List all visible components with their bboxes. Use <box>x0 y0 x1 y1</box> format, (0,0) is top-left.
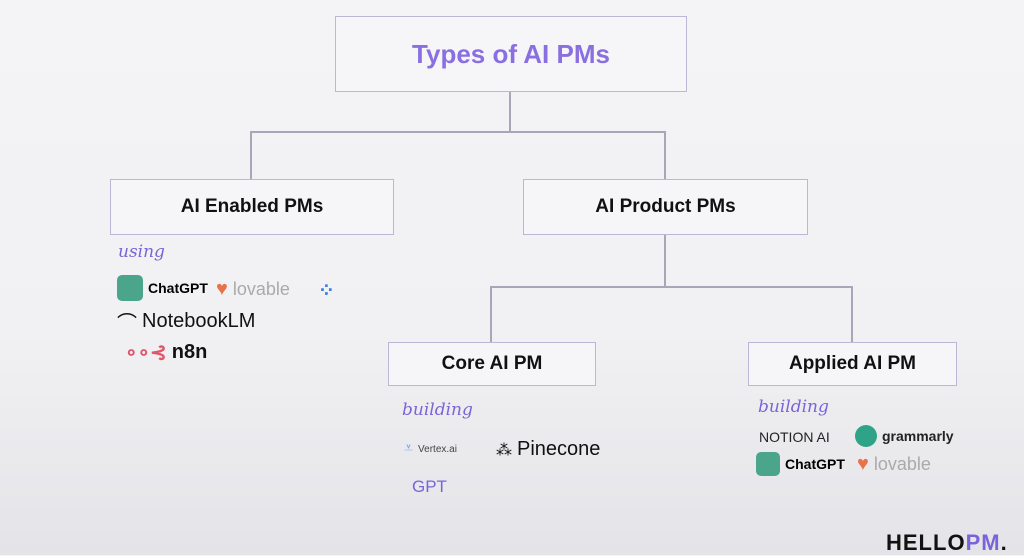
connector <box>250 131 666 133</box>
sparkle-icon: ⁘ <box>318 280 335 302</box>
pinecone-icon: ⁂ <box>496 441 512 459</box>
chatgpt-logo: ChatGPT <box>117 275 208 301</box>
brand-pm: PM <box>965 530 1001 555</box>
root-node: Types of AI PMs <box>335 16 687 92</box>
grammarly-logo: grammarly <box>855 425 954 447</box>
notion-ai-logo: NOTION AI <box>759 429 830 445</box>
lovable-logo: ♥lovable <box>216 278 290 300</box>
heart-icon: ♥ <box>857 453 869 475</box>
applied-ai-pm-node: Applied AI PM <box>748 342 957 386</box>
hellopm-brand: HELLOPM. <box>886 530 1008 556</box>
notebooklm-icon: ⌒ <box>117 313 137 335</box>
ai-enabled-pms-node: AI Enabled PMs <box>110 179 394 235</box>
pinecone-logo: ⁂Pinecone <box>496 438 601 460</box>
connector <box>490 286 853 288</box>
n8n-logo: ∘∘⊰n8n <box>125 341 208 364</box>
ai-product-pms-node: AI Product PMs <box>523 179 808 235</box>
connector <box>851 286 853 342</box>
gpt-logo: GPT <box>412 477 447 496</box>
core-building-caption: building <box>402 400 473 420</box>
notebooklm-logo: ⌒NotebookLM <box>117 307 255 336</box>
connector <box>490 286 492 342</box>
connector <box>509 90 511 132</box>
brand-dot: . <box>1000 530 1008 555</box>
vertex-icon: ⩡ <box>404 440 414 457</box>
chatgpt-icon <box>756 452 780 476</box>
n8n-icon: ∘∘⊰ <box>125 342 167 364</box>
connector <box>664 131 666 179</box>
chatgpt-icon <box>117 275 143 301</box>
grammarly-icon <box>855 425 877 447</box>
core-ai-pm-node: Core AI PM <box>388 342 596 386</box>
connector <box>250 131 252 179</box>
chatgpt-logo-applied: ChatGPT <box>756 452 845 476</box>
vertex-ai-logo: ⩡Vertex.ai <box>404 440 457 457</box>
brand-hello: HELLO <box>886 530 966 555</box>
using-caption: using <box>118 242 165 262</box>
applied-building-caption: building <box>758 397 829 417</box>
heart-icon: ♥ <box>216 278 228 300</box>
connector <box>664 233 666 287</box>
lovable-logo-applied: ♥lovable <box>857 453 931 475</box>
